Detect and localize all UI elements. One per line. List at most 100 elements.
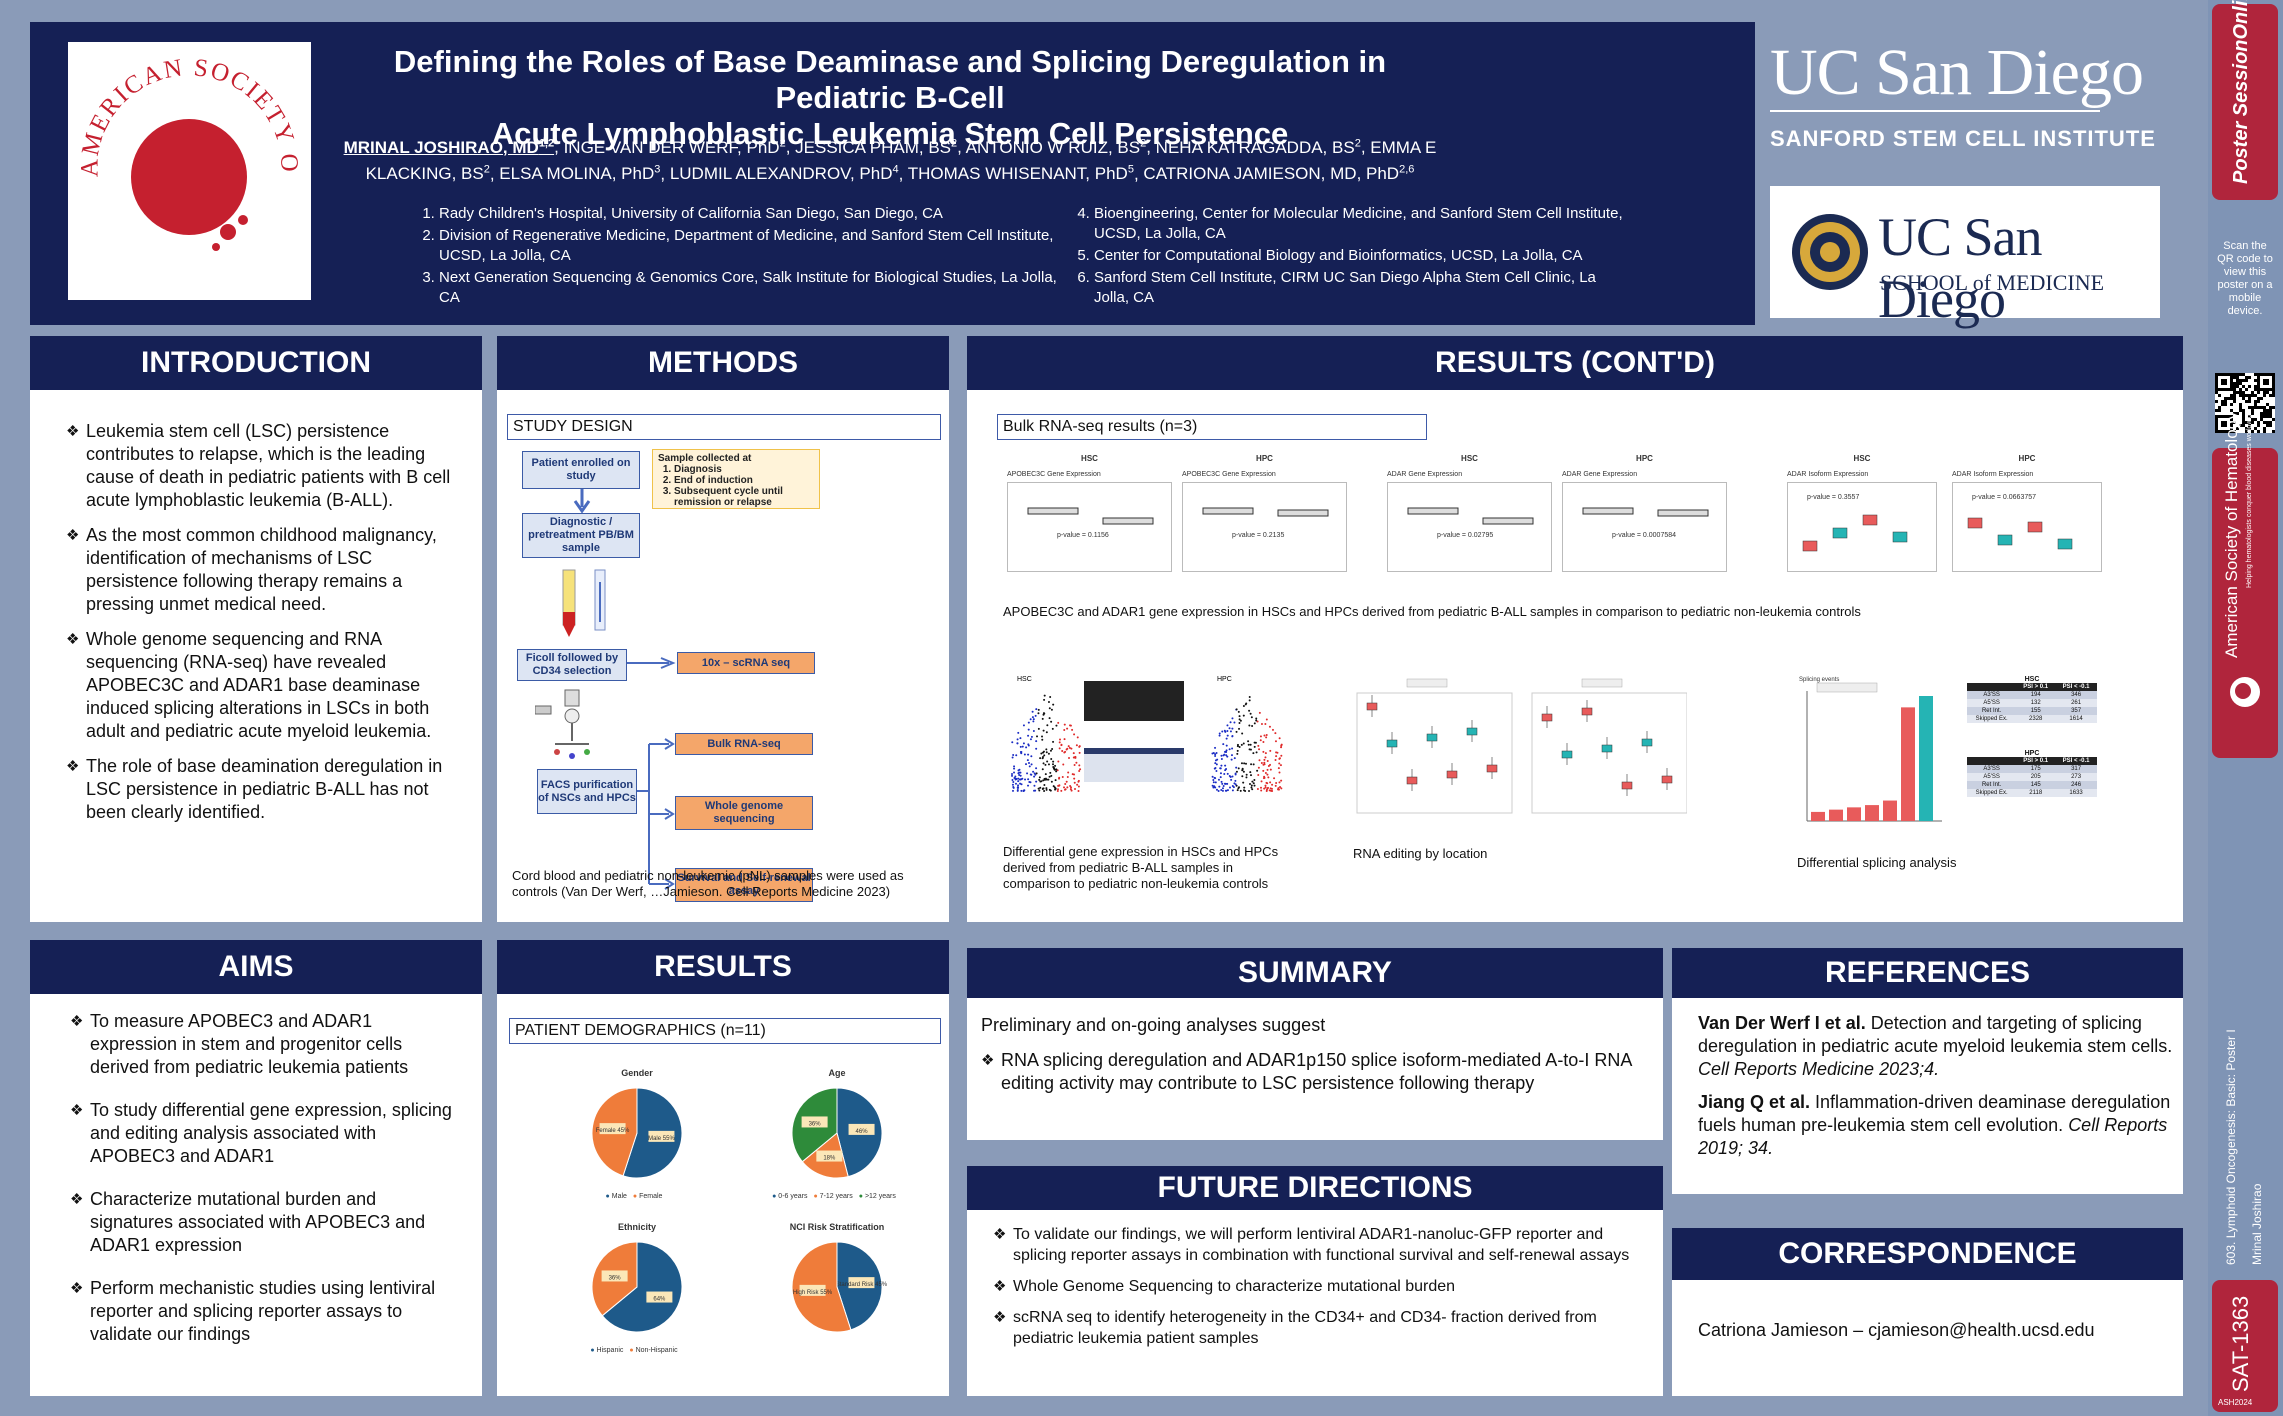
pie-label: 18% xyxy=(823,1156,836,1162)
affiliation-item: Bioengineering, Center for Molecular Med… xyxy=(1094,204,1630,244)
session-label: 603. Lymphoid Oncogenesis: Basic: Poster… xyxy=(2224,1029,2238,1265)
presenter-label: Mrinal Joshirao xyxy=(2250,1183,2264,1265)
bullet-item: Whole Genome Sequencing to characterize … xyxy=(993,1276,1649,1297)
results-cont-title: RESULTS (CONT'D) xyxy=(967,336,2183,390)
affiliation-item: Next Generation Sequencing & Genomics Co… xyxy=(439,268,1075,308)
sample-tube-icon xyxy=(562,569,606,637)
introduction-bullets: Leukemia stem cell (LSC) persistence con… xyxy=(30,336,482,824)
affiliations-right: Bioengineering, Center for Molecular Med… xyxy=(1070,204,1630,310)
author-name: LUDMIL ALEXANDROV, PhD4 xyxy=(669,163,899,184)
flow-facs: FACS purification of NSCs and HPCs xyxy=(537,769,637,814)
bullet-item: Characterize mutational burden and signa… xyxy=(70,1188,462,1257)
summary-intro: Preliminary and on-going analyses sugges… xyxy=(981,1015,1326,1035)
bullet-item: Perform mechanistic studies using lentiv… xyxy=(70,1277,462,1346)
bullet-item: Subsequent cycle until remission or rela… xyxy=(674,486,814,508)
correspondence-panel: CORRESPONDENCE Catriona Jamieson – cjami… xyxy=(1672,1228,2183,1396)
bullet-item: Whole genome sequencing and RNA sequenci… xyxy=(66,628,462,743)
de-table-bottom xyxy=(1084,748,1184,782)
pie-label: 64% xyxy=(653,1297,666,1303)
poster-header: AMERICAN SOCIETY OF HEMATOLOGY Defining … xyxy=(30,21,1755,325)
affiliation-item: Sanford Stem Cell Institute, CIRM UC San… xyxy=(1094,268,1630,308)
rna-editing-plots xyxy=(1356,678,1687,814)
volcano-label: HPC xyxy=(1217,676,1232,683)
study-design-label: STUDY DESIGN xyxy=(507,414,941,440)
splicing-bar xyxy=(1865,805,1879,821)
results-title: RESULTS xyxy=(497,940,949,994)
pie-label: Male 55% xyxy=(648,1136,675,1142)
poster-code-badge: SAT-1363 ASH2024 xyxy=(2212,1280,2278,1412)
bullet-item: To measure APOBEC3 and ADAR1 expression … xyxy=(70,1010,462,1079)
pie-label: 36% xyxy=(809,1121,822,1127)
table-title: HSC xyxy=(2024,676,2040,683)
qr-code-icon[interactable] xyxy=(2215,373,2275,433)
pie-label: Standard Risk 45% xyxy=(836,1282,888,1288)
bullet-item: End of induction xyxy=(674,475,814,486)
pie-label: High Risk 55% xyxy=(793,1290,833,1296)
flow-wgs: Whole genome sequencing xyxy=(675,796,813,830)
bullet-item: The role of base deamination deregulatio… xyxy=(66,755,462,824)
bullet-item: scRNA seq to identify heterogeneity in t… xyxy=(993,1307,1649,1349)
future-bullets: To validate our findings, we will perfor… xyxy=(967,1210,1663,1349)
ucsd-seal-icon xyxy=(1792,214,1868,290)
pie-legend: ● Hispanic● Non-Hispanic xyxy=(590,1347,678,1354)
flow-diagnostic: Diagnostic / pretreatment PB/BM sample xyxy=(522,513,640,558)
methods-caption-text: Cord blood and pediatric non-leukemic (p… xyxy=(512,868,904,899)
splicing-bar xyxy=(1811,811,1825,821)
table-title: HPC xyxy=(2024,750,2040,757)
flow-ficoll: Ficoll followed by CD34 selection xyxy=(517,649,627,681)
ucsd-sanford-logo: UC San Diego SANFORD STEM CELL INSTITUTE xyxy=(1770,36,2156,151)
bullet-item: As the most common childhood malignancy,… xyxy=(66,524,462,616)
poster-session-badge: Poster SessionOnline xyxy=(2212,0,2278,200)
flow-bulk: Bulk RNA-seq xyxy=(675,733,813,755)
splicing-chart-title: Splicing events xyxy=(1799,677,1839,683)
pie-label: 46% xyxy=(856,1129,869,1135)
splicing-bar-chart: Splicing events xyxy=(1799,677,1942,822)
facs-machine-icon xyxy=(535,689,590,759)
flow-survival: Survival and Self-renewal assay xyxy=(675,868,813,902)
future-panel: FUTURE DIRECTIONS To validate our findin… xyxy=(967,1166,1663,1396)
methods-panel: METHODS STUDY DESIGN Patient enrolled on… xyxy=(497,336,949,922)
arrow-right-icon xyxy=(627,657,676,669)
results-cont-panel: RESULTS (CONT'D) Bulk RNA-seq results (n… xyxy=(967,336,2183,922)
author-name: MRINAL JOSHIRAO, MD1,2 xyxy=(343,137,555,157)
pie-label: Female 45% xyxy=(596,1128,630,1134)
expression-caption: APOBEC3C and ADAR1 gene expression in HS… xyxy=(1003,604,1861,619)
qr-instructions: Scan the QR code to view this poster on … xyxy=(2217,240,2273,317)
bulk-rnaseq-label: Bulk RNA-seq results (n=3) xyxy=(997,414,1427,440)
affiliation-item: Rady Children's Hospital, University of … xyxy=(439,204,1075,224)
author-name: ELSA MOLINA, PhD3 xyxy=(499,163,661,184)
de-table-top xyxy=(1084,681,1184,721)
splicing-bar xyxy=(1919,696,1933,821)
pie-label: 36% xyxy=(609,1275,622,1281)
correspondence-text: Catriona Jamieson – cjamieson@health.ucs… xyxy=(1698,1320,2095,1340)
methods-title: METHODS xyxy=(497,336,949,390)
affiliations-left: Rady Children's Hospital, University of … xyxy=(415,204,1075,310)
results-panel: RESULTS PATIENT DEMOGRAPHICS (n=11) Gend… xyxy=(497,940,949,1396)
references-title: REFERENCES xyxy=(1672,948,2183,998)
bullet-item: To study differential gene expression, s… xyxy=(70,1099,462,1168)
pie-slice xyxy=(601,1241,683,1333)
samples-box: Sample collected at DiagnosisEnd of indu… xyxy=(652,449,820,509)
correspondence-title: CORRESPONDENCE xyxy=(1672,1228,2183,1280)
summary-bullet: RNA splicing deregulation and ADAR1p150 … xyxy=(981,1049,1649,1095)
splicing-caption: Differential splicing analysis xyxy=(1797,855,1957,870)
ash-side-badge: American Society of Hematology Helping h… xyxy=(2212,410,2278,758)
